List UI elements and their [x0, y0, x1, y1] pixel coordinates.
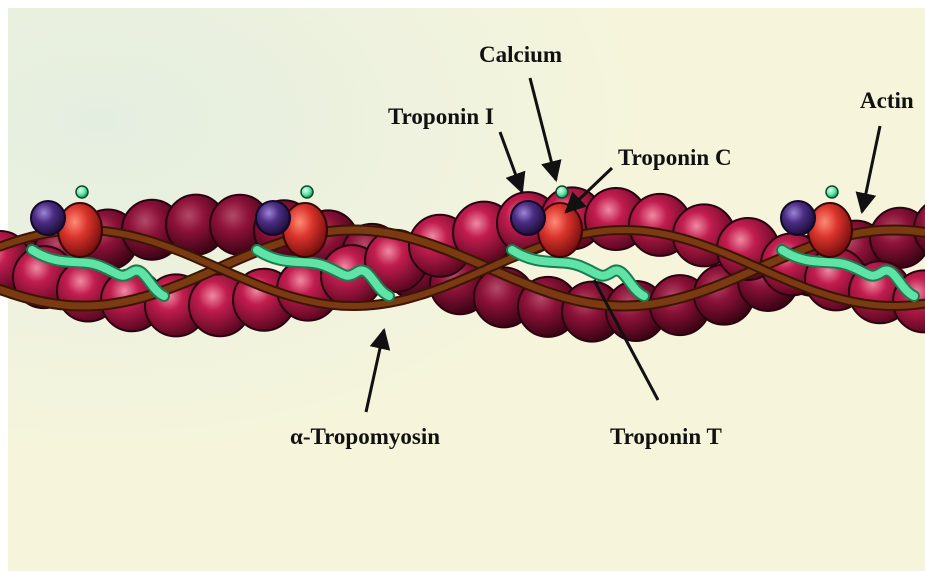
troponin-i	[781, 201, 815, 235]
troponin-t-label: Troponin T	[610, 424, 722, 449]
calcium-label: Calcium	[479, 42, 562, 67]
troponin-c-label: Troponin C	[618, 145, 732, 170]
troponin-i	[256, 201, 290, 235]
actin-label: Actin	[860, 88, 914, 113]
calcium-ion	[301, 186, 313, 198]
troponin-i-label: Troponin I	[388, 104, 494, 129]
tropomyosin-label: α-Tropomyosin	[290, 424, 440, 449]
calcium-ion	[76, 186, 88, 198]
troponin-i	[511, 201, 545, 235]
calcium-ion	[556, 186, 568, 198]
troponin-i	[31, 201, 65, 235]
calcium-ion	[826, 186, 838, 198]
